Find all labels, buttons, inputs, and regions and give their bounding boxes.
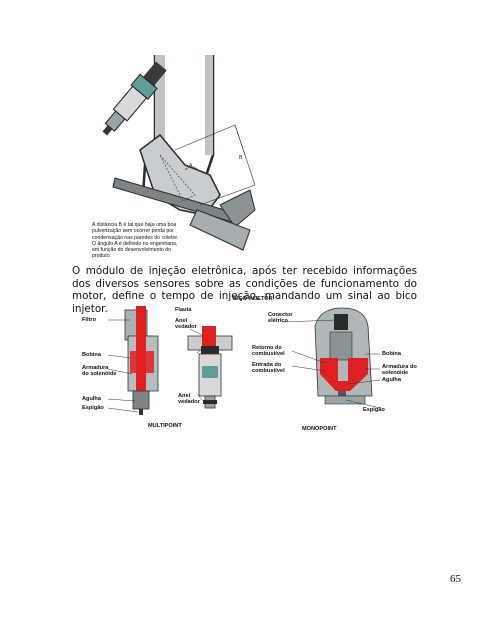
label-line: Armadura do	[382, 364, 417, 370]
label-retorno: Retorno do combustível	[252, 345, 285, 358]
label-espigao: Espigão	[82, 405, 104, 411]
label-line: Entrada do	[252, 362, 282, 368]
label-line: Anel	[175, 318, 188, 324]
label-line: Armadura	[82, 365, 109, 371]
dimension-b-label: B	[239, 155, 243, 161]
label-flauta: Flauta	[175, 307, 192, 313]
figure-caption: A distância B é tal que haja uma boa pul…	[92, 222, 182, 260]
label-line: vedador	[175, 324, 197, 331]
label-line: do solenóide	[82, 371, 117, 378]
label-filtro: Filtro	[82, 317, 96, 323]
injector-title: BICO INJETOR	[233, 296, 273, 302]
caption-monopoint: MONOPOINT	[302, 426, 337, 432]
label-line: Retorno do	[252, 345, 282, 351]
label-conector: Conector elétrico	[268, 312, 293, 325]
label-line: combustível	[252, 368, 285, 375]
label-line: Anel	[178, 393, 191, 399]
caption-line: condensação nas paredes do coletor.	[92, 234, 179, 241]
label-line: elétrico	[268, 318, 288, 325]
label-armadura-mono: Armadura do solenóide	[382, 364, 417, 377]
label-line: vedador	[178, 399, 200, 406]
label-line: Conector	[268, 312, 293, 318]
label-line: combustível	[252, 351, 285, 358]
label-bobina: Bobina	[82, 352, 101, 358]
label-agulha: Agulha	[82, 396, 101, 402]
label-agulha-mono: Agulha	[382, 377, 401, 383]
label-bobina-mono: Bobina	[382, 351, 401, 357]
caption-multipoint: MULTIPOINT	[148, 423, 182, 429]
label-anel-vedador-bottom: Anel vedador	[178, 393, 200, 406]
caption-line: pulverização sem ocorrer perda por	[92, 228, 174, 235]
injector-types-figure: BICO INJETOR Filtro Bobina Armadura do s…	[80, 296, 417, 436]
caption-line: O ângulo A é definido no engenharia,	[92, 240, 178, 247]
label-line: solenóide	[382, 370, 409, 377]
injector-types-drawing	[107, 306, 381, 415]
label-anel-vedador-top: Anel vedador	[175, 318, 197, 331]
caption-line: em função do desenvolvimento do	[92, 247, 172, 254]
injector-mounting-drawing: B A	[102, 55, 256, 251]
label-entrada: Entrada do combustível	[252, 362, 285, 375]
page-number: 65	[450, 573, 461, 585]
angle-a-label: A	[189, 163, 193, 169]
caption-line: produto.	[92, 253, 112, 260]
caption-line: A distância B é tal que haja uma boa	[92, 222, 177, 228]
label-espigao-mono: Espigão	[363, 407, 385, 413]
body-paragraph: O módulo de injeção eletrônica, após ter…	[72, 265, 417, 315]
injector-mounting-figure: B A	[85, 55, 260, 263]
label-armadura: Armadura do solenóide	[82, 365, 117, 378]
